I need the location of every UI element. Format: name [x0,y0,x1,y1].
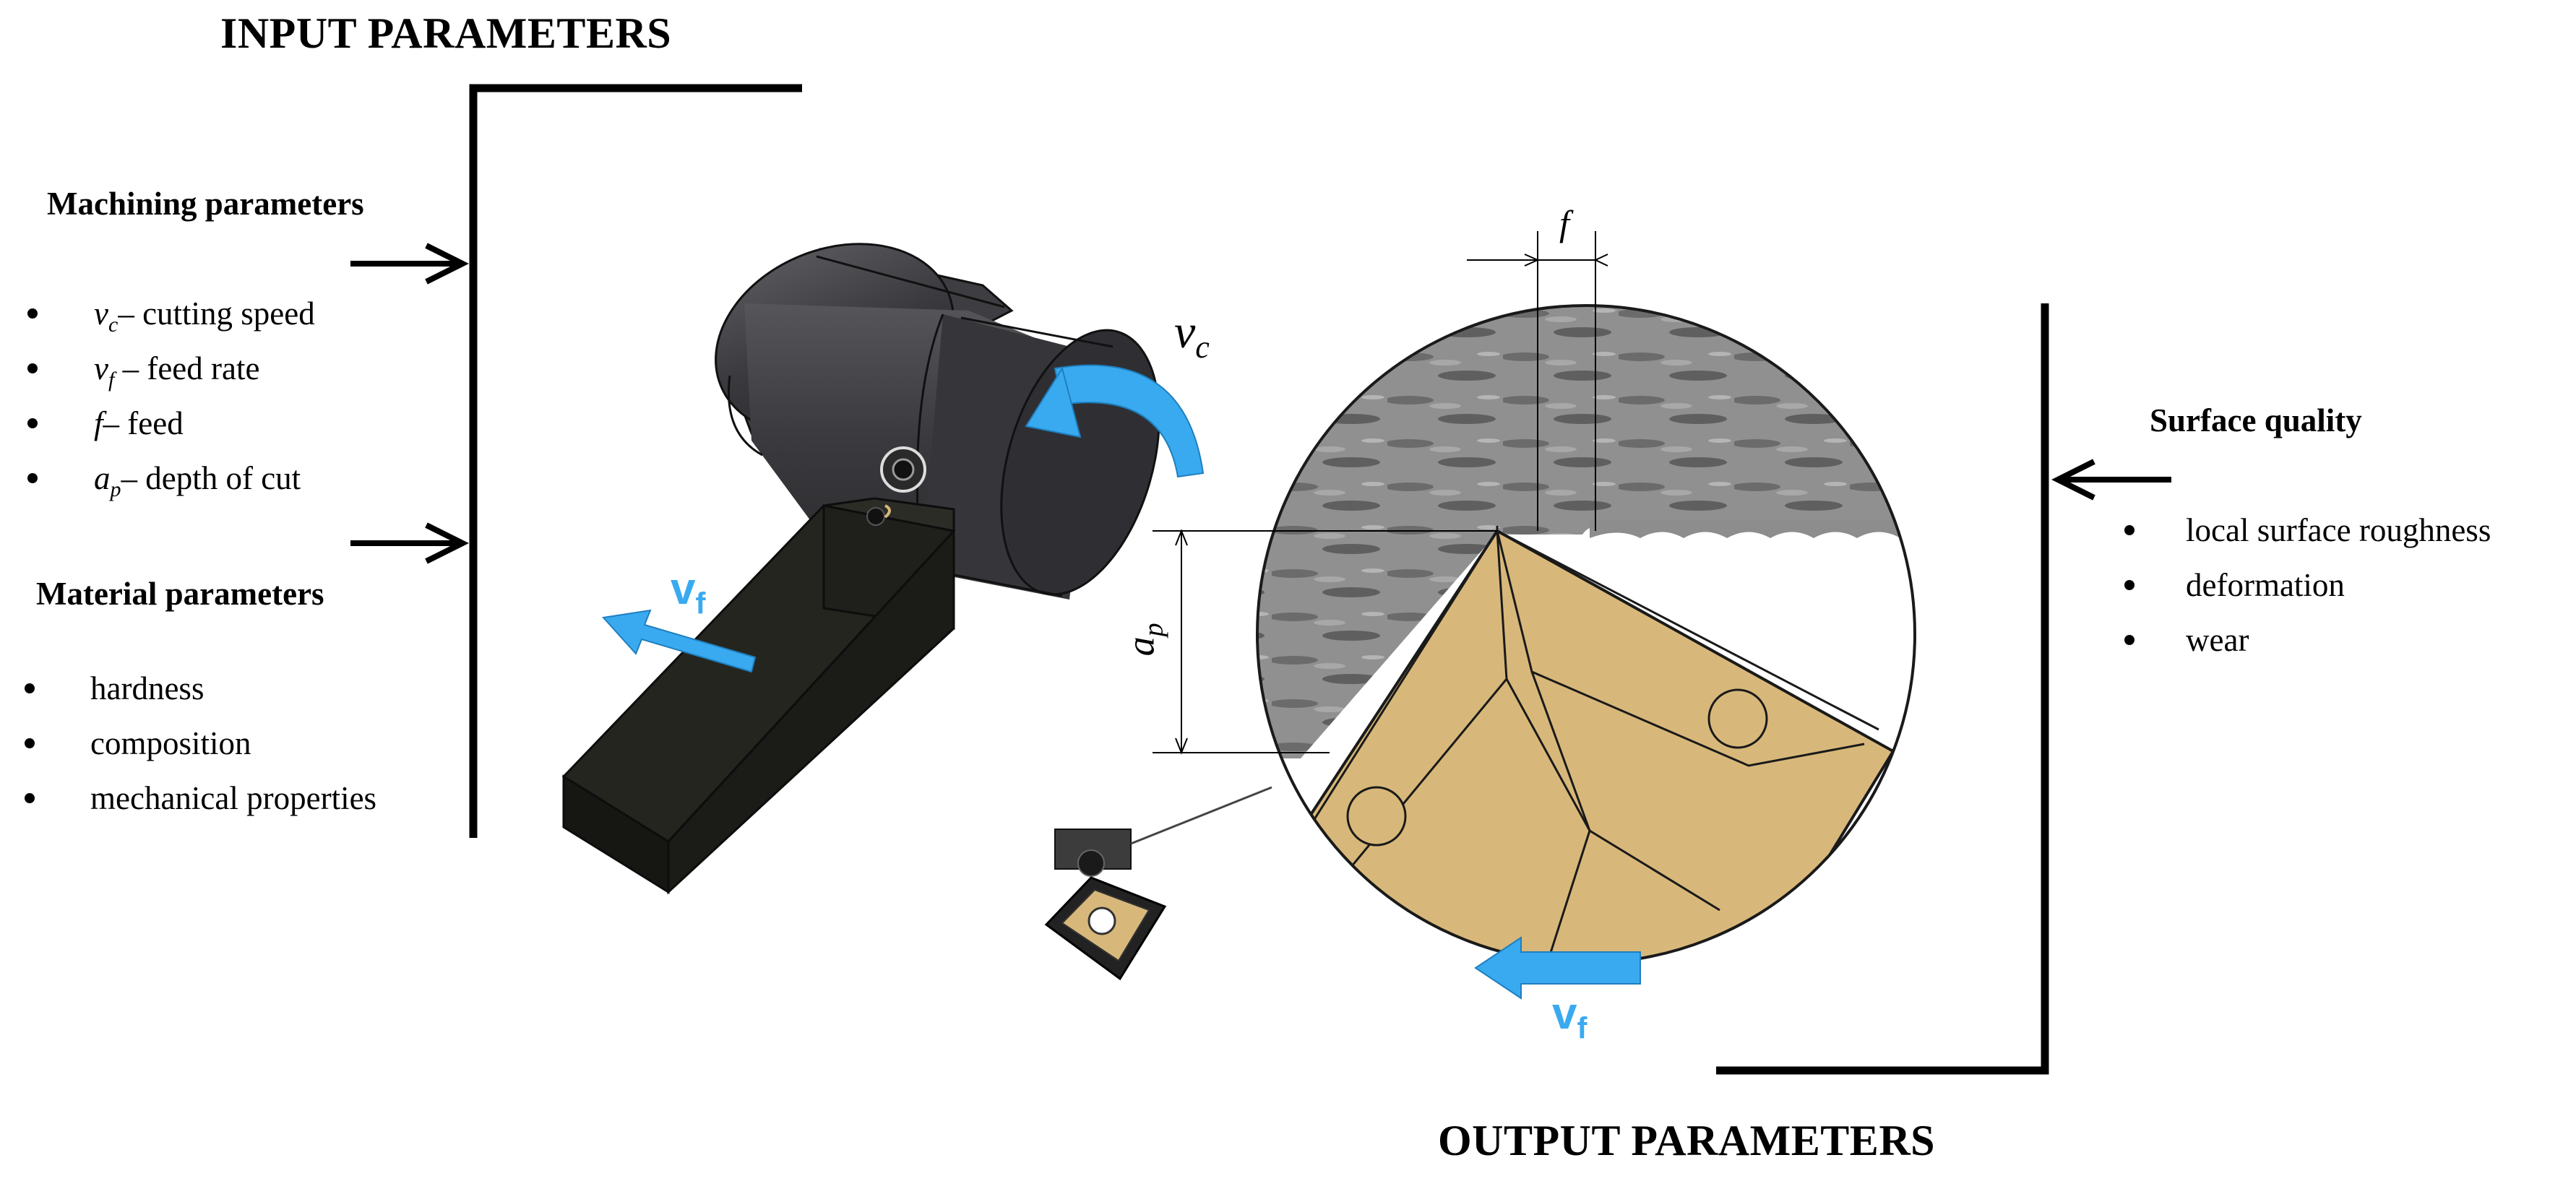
feed-rate-label-circle: vf [1552,988,1587,1045]
input-bracket [469,84,802,838]
surface-quality-list: local surface roughness deformation wear [2110,503,2572,667]
machining-item-text: ap– depth of cut [94,451,301,517]
depth-dimension [1153,529,1497,755]
parameter-subscript: p [110,477,121,501]
depth-of-cut-label: ap [1119,623,1170,656]
parameter-symbol: a [94,460,111,496]
feed-rate-arrow-circle [1474,936,1641,1000]
machining-parameters-title: Machining parameters [47,186,364,222]
tool-holder [561,497,956,895]
feed-dimension [1467,231,1608,531]
bullet [27,418,38,428]
material-parameters-list: hardness composition mechanical properties [14,661,462,826]
material-item-text: composition [90,725,251,761]
machining-item: f– feed [14,396,462,451]
machining-item-text: vf – feed rate [94,341,259,407]
input-parameters-title: INPUT PARAMETERS [220,9,672,57]
feed-rate-subscript: f [695,586,706,620]
material-item: composition [14,716,462,771]
output-parameters-title: OUTPUT PARAMETERS [1438,1117,1936,1164]
parameter-subscript: c [108,313,119,337]
surface-quality-item-text: deformation [2186,567,2345,603]
parameter-description: – feed rate [114,350,260,386]
bullet [2124,635,2135,645]
surface-quality-item: local surface roughness [2110,503,2572,558]
parameter-subscript: f [108,368,115,391]
output-bracket [1716,303,2049,1075]
bullet [27,363,38,373]
machining-item: ap– depth of cut [14,451,462,506]
depth-symbol: a [1119,636,1163,657]
bullet [25,683,35,693]
feed-rate-arrow-holder [602,609,757,673]
material-item-text: hardness [90,670,204,706]
feed-rate-subscript-2: f [1577,1011,1588,1045]
cutting-speed-label: vc [1174,305,1210,365]
cutting-speed-subscript: c [1195,329,1210,365]
bullet [2124,525,2135,535]
bullet [25,793,35,803]
cutting-speed-rotation-arrow [1025,364,1205,478]
machining-item: vf – feed rate [14,341,462,396]
bullet [25,738,35,748]
material-input-arrow [350,522,469,564]
parameter-description: – depth of cut [121,460,301,496]
parameter-symbol: v [94,295,108,332]
material-item-text: mechanical properties [90,780,377,816]
material-item: hardness [14,661,462,716]
depth-subscript: p [1138,623,1169,637]
magnified-cutting-zone [1256,304,1916,964]
material-parameters-title: Material parameters [36,576,324,612]
surface-quality-item-text: wear [2186,622,2249,658]
surface-quality-item-text: local surface roughness [2186,512,2491,548]
bullet [2124,580,2135,590]
bullet [27,473,38,483]
machining-item-text: vc– cutting speed [94,286,315,352]
parameter-description: – cutting speed [118,295,315,332]
machining-input-arrow [350,243,469,285]
surface-quality-title: Surface quality [2150,402,2362,438]
machining-item: vc– cutting speed [14,286,462,341]
parameter-description: – feed [103,405,184,441]
surface-quality-item: deformation [2110,558,2572,613]
cutting-speed-symbol: v [1174,306,1196,358]
surface-quality-arrow [2051,459,2171,501]
feed-rate-symbol-2: v [1552,989,1577,1039]
machining-item-text: f– feed [94,396,184,462]
bullet [27,308,38,319]
material-item: mechanical properties [14,771,462,826]
feed-rate-symbol: v [671,564,696,614]
feed-label: f [1559,203,1569,243]
parameter-symbol: f [94,405,103,441]
surface-quality-item: wear [2110,613,2572,667]
parameter-symbol: v [94,350,108,386]
feed-rate-label-holder: vf [671,563,705,620]
insert-detail [1044,786,1272,981]
